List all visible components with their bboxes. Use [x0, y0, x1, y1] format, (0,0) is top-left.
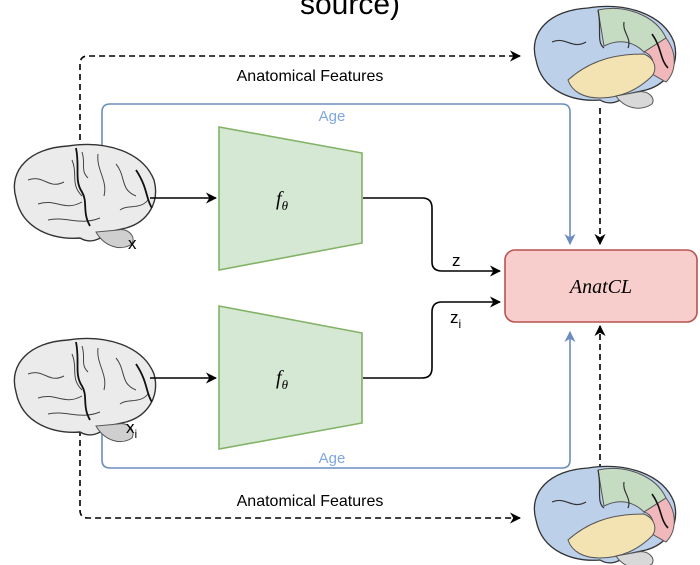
arrow-z-to-loss [363, 197, 502, 277]
encoder-bottom-subscript: θ [282, 377, 289, 392]
output-zi-subscript: i [459, 317, 462, 331]
age-line-bottom [101, 330, 576, 469]
age-label-bottom: Age [319, 450, 346, 467]
age-label-top: Age [319, 108, 346, 125]
brain-image-xi [13, 337, 157, 442]
anatcl-loss-label: AnatCL [568, 276, 632, 298]
encoder-top [218, 126, 363, 271]
anatomical-arrow-bottom [79, 410, 522, 524]
output-z-label: z [452, 251, 461, 270]
input-xi-subscript: i [135, 427, 138, 441]
brain-image-x [13, 143, 157, 248]
top-fragment-text: source) [300, 0, 400, 21]
encoder-bottom-symbol: f [276, 367, 284, 389]
encoder-top-symbol: f [276, 188, 284, 210]
encoder-top-label: fθ [276, 188, 289, 213]
output-zi-label: zi [450, 308, 461, 331]
input-x-label: x [128, 234, 137, 253]
anatcl-loss-box [504, 249, 698, 323]
anatomical-label-bottom: Anatomical Features [237, 493, 384, 510]
output-zi-base: z [450, 308, 459, 327]
input-xi-base: x [126, 418, 135, 437]
encoder-bottom-label: fθ [276, 367, 289, 392]
anatomical-arrow-top [79, 50, 522, 150]
age-line-top [101, 103, 576, 246]
encoder-bottom [218, 305, 363, 450]
input-xi-label: xi [126, 418, 137, 441]
anatomical-label-top: Anatomical Features [237, 68, 384, 85]
brain-parcellation-top [533, 5, 677, 109]
encoder-top-subscript: θ [282, 198, 289, 213]
arrow-zi-to-loss [363, 296, 502, 379]
brain-parcellation-bottom [533, 465, 677, 565]
